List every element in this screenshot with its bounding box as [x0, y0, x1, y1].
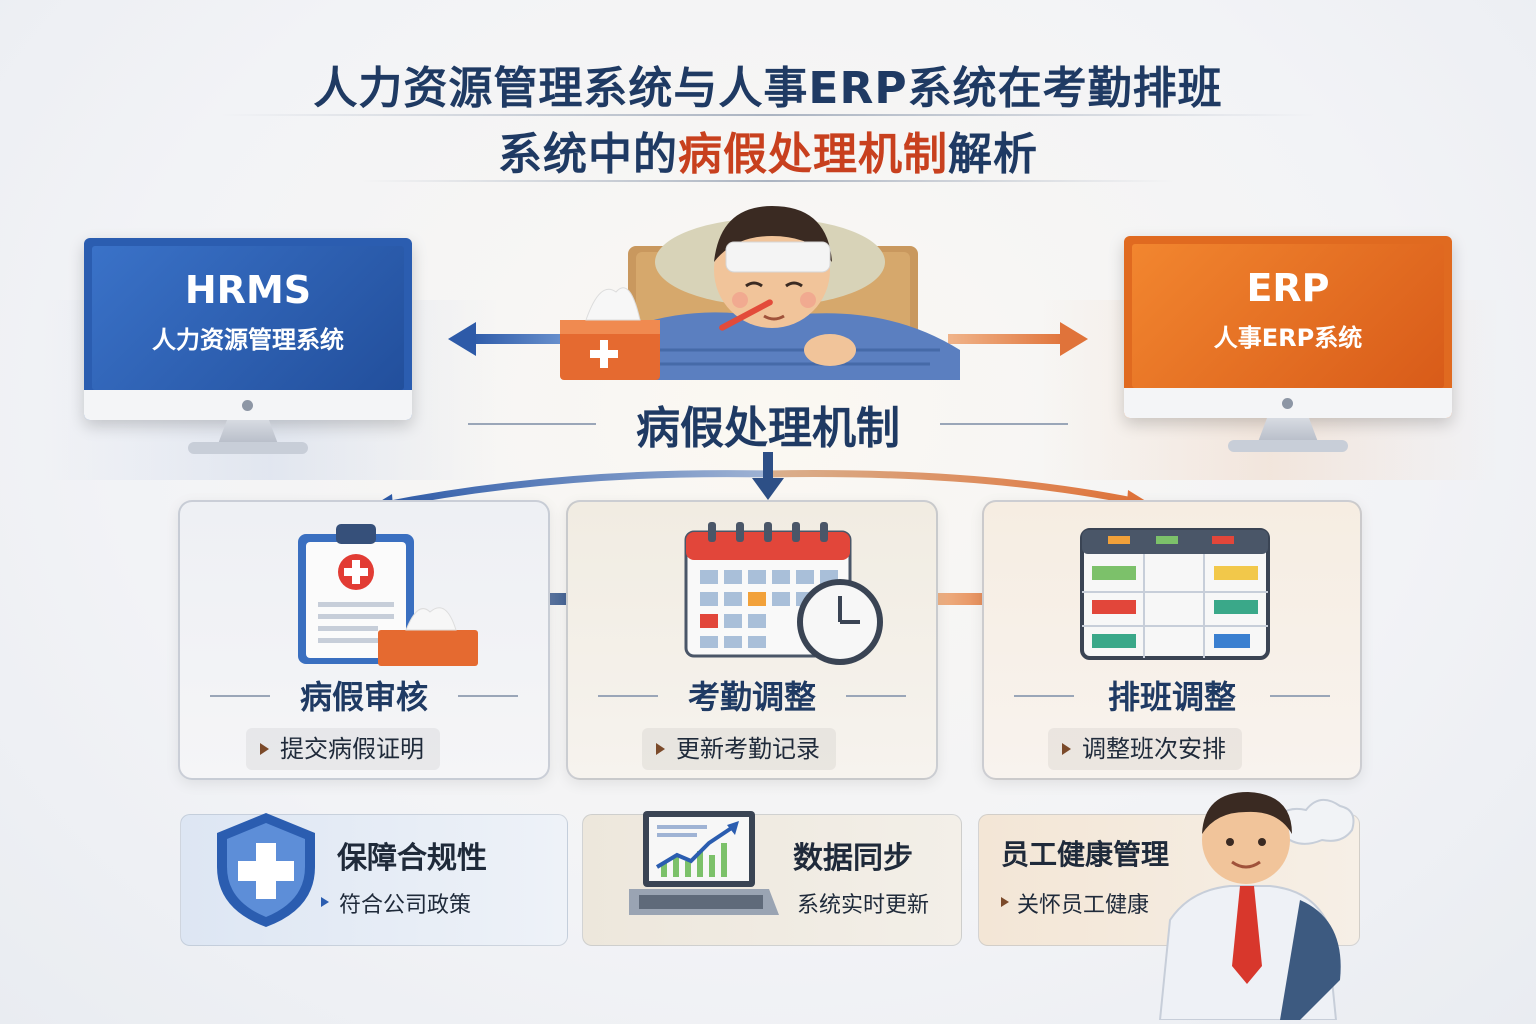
hrms-subtitle: 人力资源管理系统	[152, 326, 344, 354]
benefit-detail-health: 关怀员工健康	[1017, 893, 1150, 918]
benefit-title-health: 员工健康管理	[1001, 838, 1170, 871]
title-divider-2	[360, 180, 1176, 182]
clipboard-medical-icon	[298, 524, 478, 666]
step-card-attendance: 考勤调整 更新考勤记录	[566, 500, 938, 780]
benefit-sync: 数据同步 系统实时更新	[582, 811, 962, 946]
benefit-title-sync: 数据同步	[793, 841, 913, 876]
erp-subtitle: 人事ERP系统	[1213, 324, 1363, 352]
arrow-to-erp	[948, 322, 1088, 356]
title-highlight: 病假处理机制	[678, 129, 948, 180]
step-detail-attendance: 更新考勤记录	[642, 728, 836, 770]
step-title-attendance: 考勤调整	[687, 678, 816, 716]
tissue-box-icon	[560, 287, 660, 380]
schedule-board-icon	[1080, 528, 1270, 660]
employee-icon	[1158, 792, 1355, 1020]
benefit-compliance: 保障合规性 符合公司政策	[180, 813, 568, 946]
step-card-schedule: 排班调整 调整班次安排	[982, 500, 1362, 780]
calendar-clock-icon	[684, 522, 883, 665]
erp-name: ERP	[1246, 266, 1330, 310]
page-title-line1: 人力资源管理系统与人事ERP系统在考勤排班	[313, 63, 1223, 114]
title-suffix: 解析	[948, 129, 1038, 180]
shield-cross-icon	[217, 813, 315, 927]
title-prefix: 系统中的	[498, 129, 678, 180]
step-card-review: 病假审核 提交病假证明	[178, 500, 550, 780]
laptop-chart-icon	[629, 811, 779, 915]
step-title-schedule: 排班调整	[1107, 678, 1236, 716]
benefit-detail-compliance: 符合公司政策	[339, 893, 472, 918]
step-title-review: 病假审核	[299, 678, 428, 716]
bullet-compliance	[321, 897, 329, 907]
arrow-to-hrms	[448, 322, 590, 356]
step-detail-schedule: 调整班次安排	[1048, 728, 1242, 770]
benefit-detail-sync: 系统实时更新	[797, 893, 930, 918]
center-mechanism-label: 病假处理机制	[636, 403, 900, 454]
step-detail-review: 提交病假证明	[246, 728, 440, 770]
erp-monitor: ERP 人事ERP系统	[1124, 236, 1452, 456]
benefit-title-compliance: 保障合规性	[337, 841, 487, 876]
hrms-name: HRMS	[184, 268, 312, 312]
sick-person-icon	[600, 206, 960, 380]
hrms-monitor: HRMS 人力资源管理系统	[84, 238, 412, 458]
page-title-line2: 系统中的病假处理机制解析	[0, 118, 1536, 182]
arrow-to-step2	[752, 452, 784, 500]
title-divider	[220, 114, 1316, 116]
bullet-health	[1001, 897, 1009, 907]
